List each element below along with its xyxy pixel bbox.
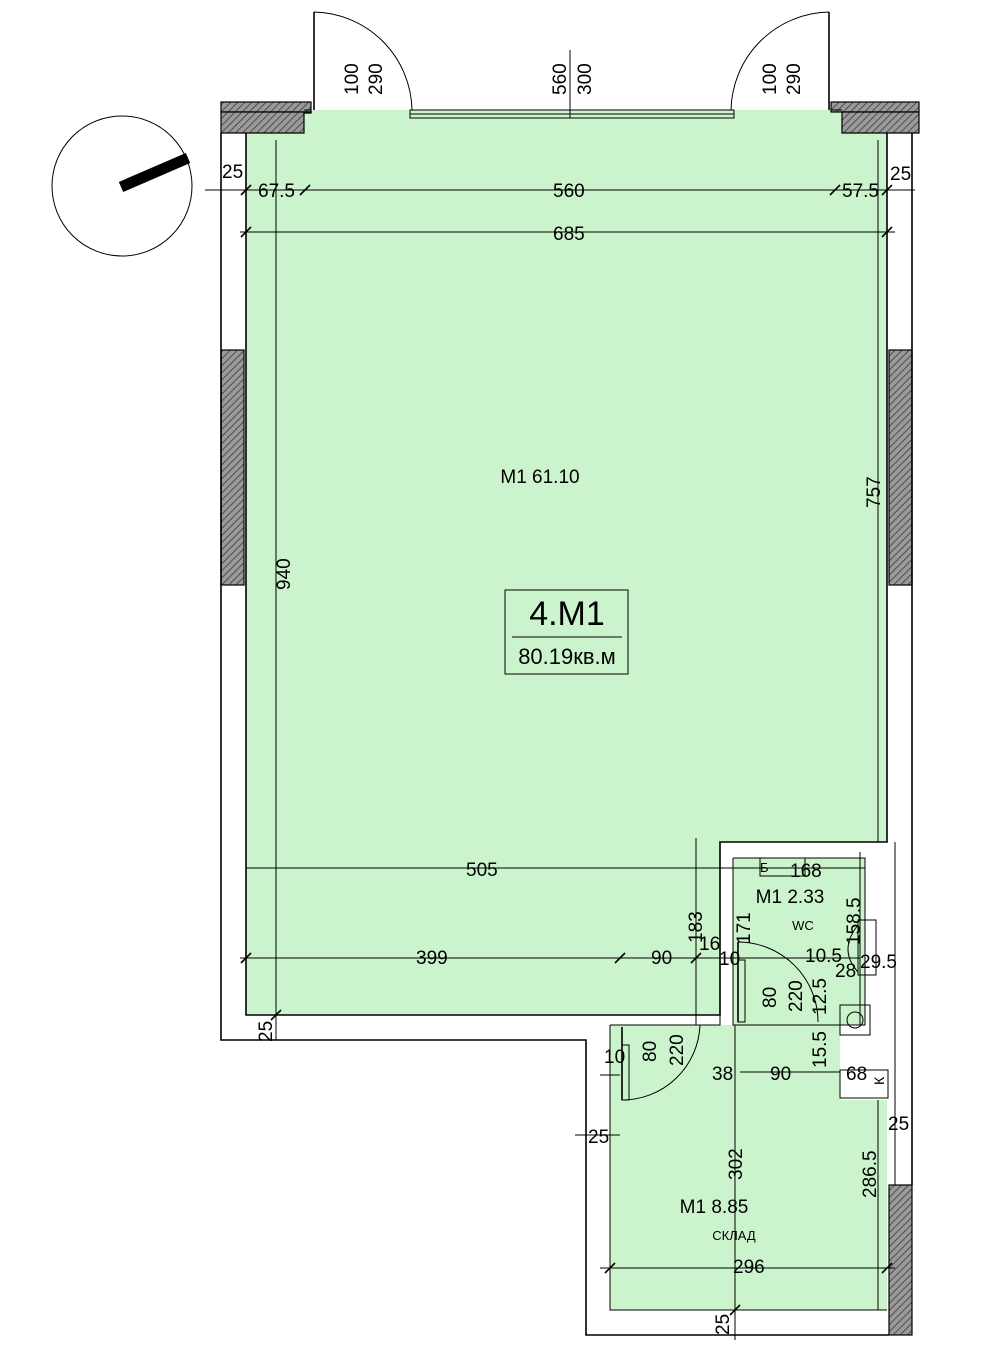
dim-757: 757 (864, 476, 885, 508)
symbols: Б К (760, 860, 887, 1085)
dim-296: 296 (733, 1257, 765, 1278)
unit-code: 4.M1 (529, 595, 605, 633)
main-room-fill (246, 110, 887, 1015)
dim-220-a: 220 (786, 980, 807, 1012)
dim-940: 940 (274, 558, 295, 590)
dim-90-b: 90 (770, 1064, 791, 1085)
dim-171: 171 (734, 912, 755, 944)
dim-286-5: 286.5 (860, 1150, 881, 1198)
wc-room-label: M1 2.33 (756, 887, 825, 908)
dim-183: 183 (686, 911, 707, 943)
compass (51, 115, 193, 257)
dim-10-a: 10 (719, 949, 740, 970)
dimension-lines (205, 50, 915, 1340)
dim-10-b: 10 (604, 1047, 625, 1068)
dim-38: 38 (712, 1064, 733, 1085)
wc-room-type: WC (792, 918, 814, 933)
storage-room-fill (610, 1025, 887, 1310)
unit-area: 80.19кв.м (518, 644, 616, 669)
main-room-label: M1 61.10 (500, 467, 579, 488)
room-fills (246, 110, 887, 1310)
dim-90-a: 90 (651, 948, 672, 969)
dim-399: 399 (416, 948, 448, 969)
dim-25-c: 25 (588, 1127, 609, 1148)
dim-25-left: 25 (222, 162, 243, 183)
dim-80-a: 80 (760, 987, 781, 1008)
dim-685: 685 (553, 224, 585, 245)
dim-25-e: 25 (713, 1314, 734, 1335)
unit-label: 4.M1 80.19кв.м (504, 589, 629, 675)
vent-symbol: К (871, 1076, 887, 1085)
dim-560: 560 (553, 181, 585, 202)
dim-10-5: 10.5 (805, 946, 842, 967)
wc-box-symbol: Б (760, 860, 769, 875)
storage-room-label: M1 8.85 (680, 1197, 749, 1218)
dim-top-300: 300 (575, 63, 596, 95)
dim-68: 68 (846, 1064, 867, 1085)
storage-room-type: СКЛАД (712, 1228, 756, 1243)
dim-28: 28 (835, 961, 856, 982)
vertical-dimensions: 100 290 560 300 100 290 940 757 183 16 1… (256, 63, 885, 1335)
dim-158-5: 158.5 (844, 897, 865, 945)
dim-top-290-left: 290 (366, 63, 387, 95)
dim-top-100-right: 100 (760, 63, 781, 95)
dim-57-5: 57.5 (842, 181, 879, 202)
dim-25-d: 25 (888, 1114, 909, 1135)
dim-15-5: 15.5 (810, 1031, 831, 1068)
dim-25-b: 25 (256, 1021, 277, 1042)
room-labels: M1 61.10 M1 2.33 WC M1 8.85 СКЛАД (500, 467, 824, 1243)
dim-25-right: 25 (890, 164, 911, 185)
dim-67-5: 67.5 (258, 181, 295, 202)
dim-29-5: 29.5 (860, 952, 897, 973)
dim-top-290-right: 290 (784, 63, 805, 95)
dim-16: 16 (699, 934, 720, 955)
dim-220-b: 220 (667, 1034, 688, 1066)
dim-80-b: 80 (640, 1041, 661, 1062)
dim-505: 505 (466, 860, 498, 881)
dim-168: 168 (790, 861, 822, 882)
dim-top-100-left: 100 (342, 63, 363, 95)
dim-top-560: 560 (550, 63, 571, 95)
horizontal-dimensions: 25 67.5 560 57.5 25 685 505 399 90 168 1… (222, 162, 911, 1278)
dim-12-5: 12.5 (810, 978, 831, 1015)
wc-room-fill (733, 858, 865, 1025)
dim-302: 302 (726, 1148, 747, 1180)
